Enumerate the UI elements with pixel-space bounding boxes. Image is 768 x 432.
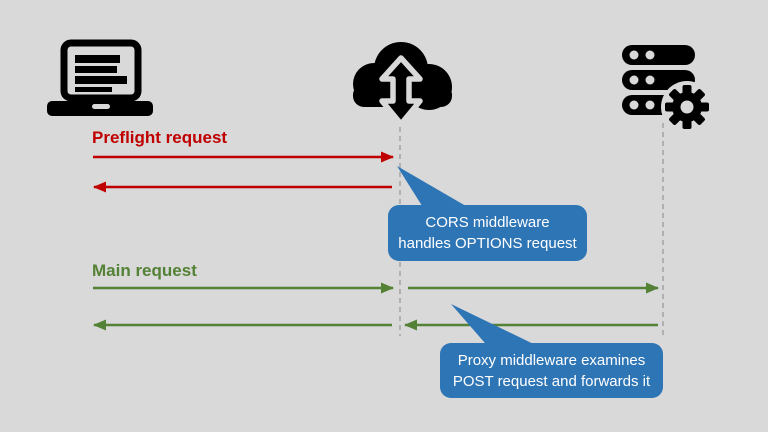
cors-callout-line2: handles OPTIONS request (398, 235, 577, 252)
laptop-text-line (75, 76, 127, 84)
laptop-text-line (75, 87, 112, 92)
main-request-label: Main request (92, 261, 197, 280)
updown-arrow-icon (379, 55, 423, 127)
laptop-text-line (75, 66, 117, 73)
preflight-request-label: Preflight request (92, 128, 228, 147)
cors-callout-tail (397, 166, 471, 209)
server-gear-icon (622, 45, 713, 133)
proxy-callout-line1: Proxy middleware examines (457, 351, 646, 369)
proxy-callout-tail (451, 304, 546, 350)
laptop-text-line (75, 55, 120, 63)
cloud-sync-icon (353, 42, 452, 127)
laptop-icon (47, 39, 153, 116)
laptop-notch (92, 104, 110, 109)
proxy-callout-line2: POST request and forwards it (452, 372, 651, 390)
proxy-middleware-callout: Proxy middleware examines POST request a… (440, 343, 663, 398)
cors-callout-line1: CORS middleware (425, 214, 550, 231)
gear-icon (665, 85, 709, 129)
cors-middleware-callout: CORS middleware handles OPTIONS request (388, 205, 587, 261)
